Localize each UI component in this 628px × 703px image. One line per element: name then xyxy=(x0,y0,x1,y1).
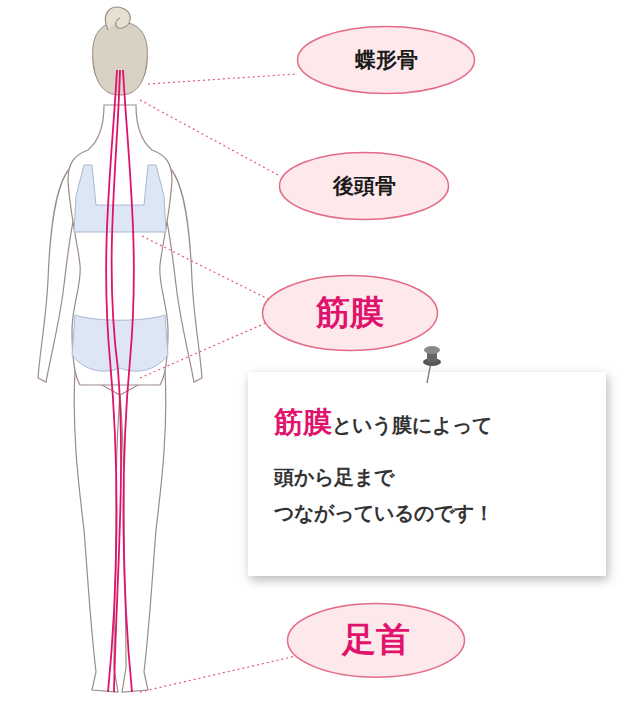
pin-body xyxy=(427,350,437,362)
pin-base xyxy=(423,358,441,366)
oval-fill xyxy=(263,276,438,351)
label-oval: 蝶形骨 xyxy=(296,25,476,95)
body-outline xyxy=(38,26,202,692)
label-oval: 筋膜 xyxy=(261,274,439,352)
label-text: 後頭骨 xyxy=(333,172,396,200)
pin-needle xyxy=(427,362,431,383)
label-oval: 足首 xyxy=(286,602,466,679)
fascia-line xyxy=(106,70,134,692)
label-text: 足首 xyxy=(342,617,410,663)
label-text: 蝶形骨 xyxy=(355,46,418,74)
callout-text: という膜によって xyxy=(332,413,492,437)
callout-line: 筋膜という膜によって xyxy=(274,402,586,447)
oval-fill xyxy=(288,603,465,677)
callout-card: 筋膜という膜によって頭から足まで つながっているのです！ xyxy=(248,372,606,576)
oval-fill xyxy=(280,153,449,220)
label-oval: 後頭骨 xyxy=(278,151,450,221)
underwear xyxy=(72,165,168,371)
label-text: 筋膜 xyxy=(316,290,384,336)
oval-fill xyxy=(298,27,475,94)
highlight-term: 筋膜 xyxy=(274,405,332,439)
pin-head xyxy=(424,346,440,354)
callout-text: 頭から足まで つながっているのです！ xyxy=(274,459,524,531)
